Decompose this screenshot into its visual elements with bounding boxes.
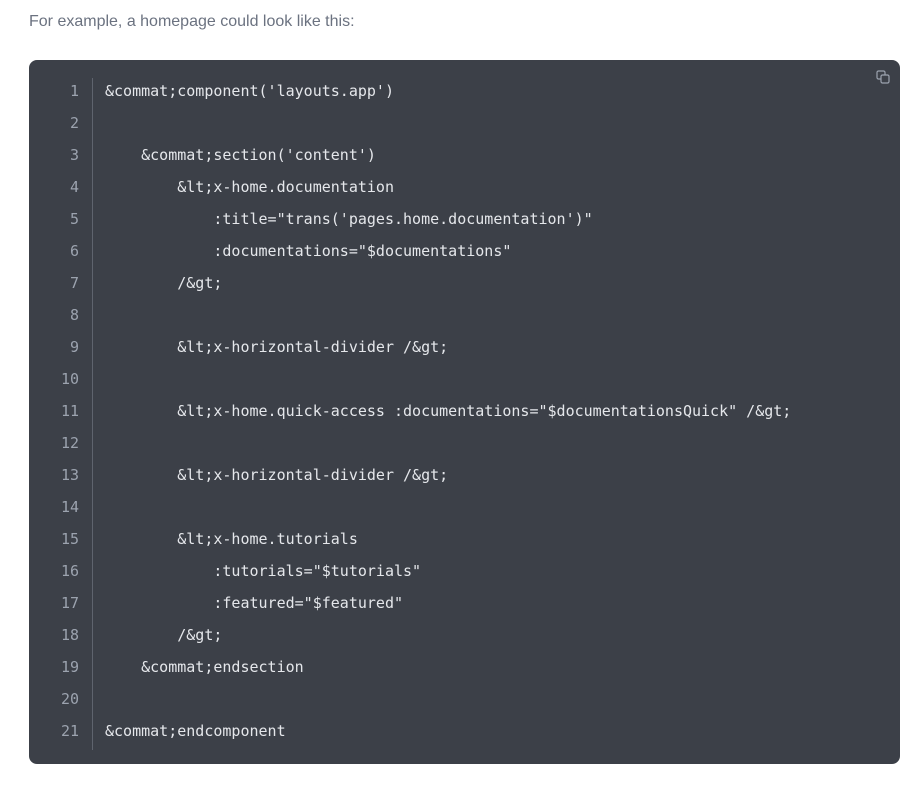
- code-text: &commat;component('layouts.app'): [105, 82, 394, 100]
- code-text: &lt;x-home.quick-access :documentations=…: [105, 402, 792, 420]
- code-line: 16 :tutorials="$tutorials": [29, 555, 900, 587]
- line-number: 16: [60, 562, 79, 580]
- code-text: :documentations="$documentations": [105, 242, 512, 260]
- line-number: 8: [69, 306, 79, 324]
- code-line: 18 /&gt;: [29, 619, 900, 651]
- line-number: 4: [69, 178, 79, 196]
- gutter-divider: [92, 78, 93, 750]
- line-number: 6: [69, 242, 79, 260]
- code-text: :title="trans('pages.home.documentation'…: [105, 210, 593, 228]
- code-block: 1&commat;component('layouts.app') 2 3 &com…: [29, 60, 900, 764]
- code-line: 8: [29, 299, 900, 331]
- code-text: /&gt;: [105, 626, 223, 644]
- code-text: &commat;endcomponent: [105, 722, 286, 740]
- line-number: 3: [69, 146, 79, 164]
- code-line: 6 :documentations="$documentations": [29, 235, 900, 267]
- line-number: 1: [69, 82, 79, 100]
- code-line: 15 &lt;x-home.tutorials: [29, 523, 900, 555]
- code-line: 14: [29, 491, 900, 523]
- code-line: 21&commat;endcomponent: [29, 715, 900, 747]
- line-number: 17: [60, 594, 79, 612]
- code-text: &lt;x-horizontal-divider /&gt;: [105, 338, 449, 356]
- code-text: &commat;endsection: [105, 658, 304, 676]
- line-number: 18: [60, 626, 79, 644]
- code-text: &lt;x-horizontal-divider /&gt;: [105, 466, 449, 484]
- copy-button[interactable]: [876, 70, 890, 84]
- code-line: 17 :featured="$featured": [29, 587, 900, 619]
- code-text: :featured="$featured": [105, 594, 404, 612]
- line-number: 19: [60, 658, 79, 676]
- line-number: 7: [69, 274, 79, 292]
- code-line: 7 /&gt;: [29, 267, 900, 299]
- code-line: 4 &lt;x-home.documentation: [29, 171, 900, 203]
- code-text: &lt;x-home.documentation: [105, 178, 394, 196]
- code-line: 1&commat;component('layouts.app'): [29, 75, 900, 107]
- line-number: 12: [60, 434, 79, 452]
- line-number: 13: [60, 466, 79, 484]
- code-line: 11 &lt;x-home.quick-access :documentatio…: [29, 395, 900, 427]
- code-line: 20: [29, 683, 900, 715]
- line-number: 5: [69, 210, 79, 228]
- code-lines: 1&commat;component('layouts.app') 2 3 &com…: [29, 75, 900, 747]
- code-line: 3 &commat;section('content'): [29, 139, 900, 171]
- code-text: :tutorials="$tutorials": [105, 562, 422, 580]
- line-number: 21: [60, 722, 79, 740]
- code-line: 2: [29, 107, 900, 139]
- code-line: 13 &lt;x-horizontal-divider /&gt;: [29, 459, 900, 491]
- line-number: 15: [60, 530, 79, 548]
- copy-icon: [876, 70, 890, 84]
- code-text: /&gt;: [105, 274, 223, 292]
- code-line: 10: [29, 363, 900, 395]
- code-line: 12: [29, 427, 900, 459]
- code-text: &lt;x-home.tutorials: [105, 530, 358, 548]
- intro-text: For example, a homepage could look like …: [29, 13, 355, 30]
- line-number: 10: [60, 370, 79, 388]
- code-line: 19 &commat;endsection: [29, 651, 900, 683]
- line-number: 20: [60, 690, 79, 708]
- line-number: 14: [60, 498, 79, 516]
- line-number: 9: [69, 338, 79, 356]
- line-number: 11: [60, 402, 79, 420]
- code-line: 9 &lt;x-horizontal-divider /&gt;: [29, 331, 900, 363]
- code-text: &commat;section('content'): [105, 146, 376, 164]
- code-line: 5 :title="trans('pages.home.documentatio…: [29, 203, 900, 235]
- line-number: 2: [69, 114, 79, 132]
